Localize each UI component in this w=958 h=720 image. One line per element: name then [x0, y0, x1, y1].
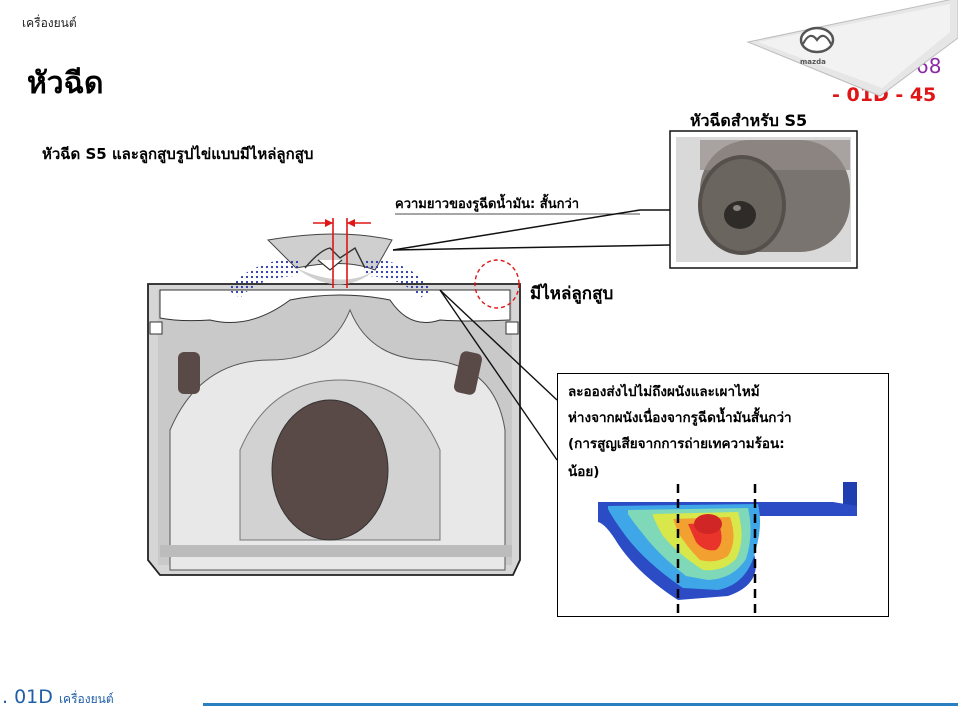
page-title: หัวฉีด	[27, 66, 104, 101]
hole-length-dimension	[313, 218, 371, 288]
footer-label: . 01D เครื่องยนต์	[2, 686, 114, 709]
piston-cross-section	[147, 283, 521, 576]
svg-text:mazda: mazda	[800, 58, 826, 66]
mazda-logo-icon: mazda	[799, 26, 835, 66]
piston-lip-highlight	[474, 259, 520, 309]
footer-rule	[203, 703, 958, 706]
page-code: - 01D - 45	[832, 84, 937, 106]
combustion-note-box: ละอองส่งไปไม่ถึงผนังและเผาไหม้ ห่างจากผน…	[557, 373, 889, 617]
subtitle: หัวฉีด S5 และลูกสูบรูปไข่แบบมีไหล่ลูกสูบ	[42, 145, 314, 163]
callout-piston-lip: มีไหล่ลูกสูบ	[530, 284, 614, 304]
leader-lines	[392, 209, 671, 461]
callout-hole-length: ความยาวของรูฉีดน้ำมัน: สั้นกว่า	[395, 197, 580, 212]
note-line-3: (การสูญเสียจากการถ่ายเทความร้อน:	[568, 436, 785, 452]
note-line-1: ละอองส่งไปไม่ถึงผนังและเผาไหม้	[568, 384, 760, 400]
fuel-spray	[228, 258, 432, 298]
injector-photo	[669, 130, 858, 269]
combustion-heat-map	[598, 482, 857, 616]
section-label: เครื่องยนต์	[22, 16, 77, 30]
footer-code: . 01D	[2, 686, 53, 708]
photo-title: หัวฉีดสำหรับ S5	[690, 111, 808, 130]
note-line-4: น้อย)	[568, 464, 600, 480]
note-line-2: ห่างจากผนังเนื่องจากรูฉีดน้ำมันสั้นกว่า	[568, 410, 792, 426]
footer-section: เครื่องยนต์	[58, 692, 114, 706]
